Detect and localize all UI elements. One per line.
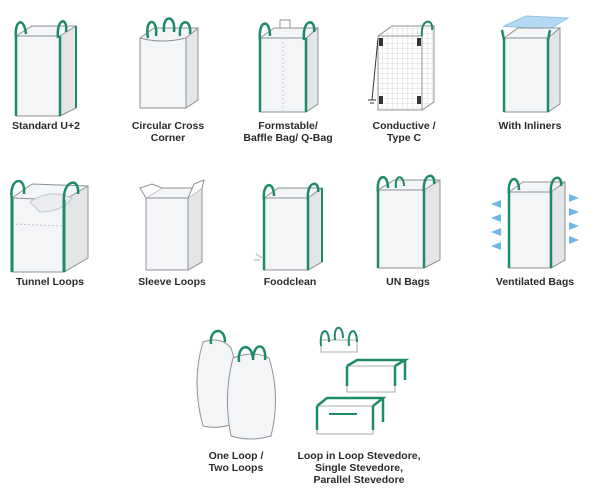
bag-label-un: UN Bags xyxy=(386,276,430,288)
bag-label-oneloop: One Loop / Two Loops xyxy=(209,450,264,474)
bag-label-circular: Circular Cross Corner xyxy=(132,120,204,144)
bag-item-conductive: Conductive / Type C xyxy=(354,8,454,144)
bag-label-inliners: With Inliners xyxy=(499,120,562,132)
bag-item-standard: Standard U+2 xyxy=(0,8,92,132)
bag-label-standard: Standard U+2 xyxy=(12,120,80,132)
label-line: Type C xyxy=(386,132,422,144)
bag-item-foodclean: Foodclean xyxy=(240,168,340,288)
bag-item-circular: Circular Cross Corner xyxy=(118,8,218,144)
label-line: Foodclean xyxy=(263,276,317,288)
bag-foodclean-icon xyxy=(254,182,323,271)
label-line: Standard U+2 xyxy=(12,120,80,132)
label-line: Ventilated Bags xyxy=(495,276,575,288)
bag-label-ventilated: Ventilated Bags xyxy=(496,276,574,288)
label-line: One Loop / xyxy=(208,450,264,462)
bag-formstable-icon xyxy=(258,19,319,113)
bag-item-tunnel: Tunnel Loops xyxy=(0,168,100,288)
label-line: Parallel Stevedore xyxy=(313,474,405,486)
label-line: Circular Cross xyxy=(131,120,205,132)
bag-item-stevedore: Loop in Loop Stevedore, Single Stevedore… xyxy=(290,316,428,486)
label-line: Single Stevedore, xyxy=(314,462,404,474)
bag-item-formstable: Formstable/ Baffle Bag/ Q-Bag xyxy=(236,8,340,144)
bag-label-foodclean: Foodclean xyxy=(264,276,317,288)
label-line: With Inliners xyxy=(498,120,562,132)
bag-label-sleeve: Sleeve Loops xyxy=(138,276,206,288)
label-line: Two Loops xyxy=(208,462,264,474)
bag-un-icon xyxy=(376,174,441,269)
label-line: Sleeve Loops xyxy=(138,276,206,288)
bag-sleeve-loops-icon xyxy=(139,179,205,271)
bag-label-tunnel: Tunnel Loops xyxy=(16,276,84,288)
bag-standard-icon xyxy=(14,20,77,117)
bag-inliner-icon xyxy=(500,15,570,113)
bag-label-conductive: Conductive / Type C xyxy=(372,120,435,144)
bag-circular-cross-corner-icon xyxy=(139,17,199,109)
label-line: Corner xyxy=(150,132,186,144)
label-line: Conductive / xyxy=(372,120,436,132)
bag-ventilated-icon xyxy=(491,176,579,269)
label-line: Formstable/ xyxy=(258,120,318,132)
bag-tunnel-loops-icon xyxy=(10,180,89,273)
stevedore-loops-icon xyxy=(315,326,410,435)
label-line: Loop in Loop Stevedore, xyxy=(297,450,421,462)
bag-item-ventilated: Ventilated Bags xyxy=(480,168,590,288)
bag-one-two-loops-icon xyxy=(196,329,277,440)
bag-item-inliners: With Inliners xyxy=(480,8,580,132)
bag-label-stevedore: Loop in Loop Stevedore, Single Stevedore… xyxy=(297,450,420,486)
bag-item-oneloop: One Loop / Two Loops xyxy=(176,322,296,474)
bag-conductive-icon xyxy=(368,20,435,111)
bag-label-formstable: Formstable/ Baffle Bag/ Q-Bag xyxy=(243,120,332,144)
label-line: UN Bags xyxy=(386,276,430,288)
bag-item-un: UN Bags xyxy=(358,168,458,288)
label-line: Baffle Bag/ Q-Bag xyxy=(243,132,333,144)
label-line: Tunnel Loops xyxy=(15,276,85,288)
bag-item-sleeve: Sleeve Loops xyxy=(122,168,222,288)
